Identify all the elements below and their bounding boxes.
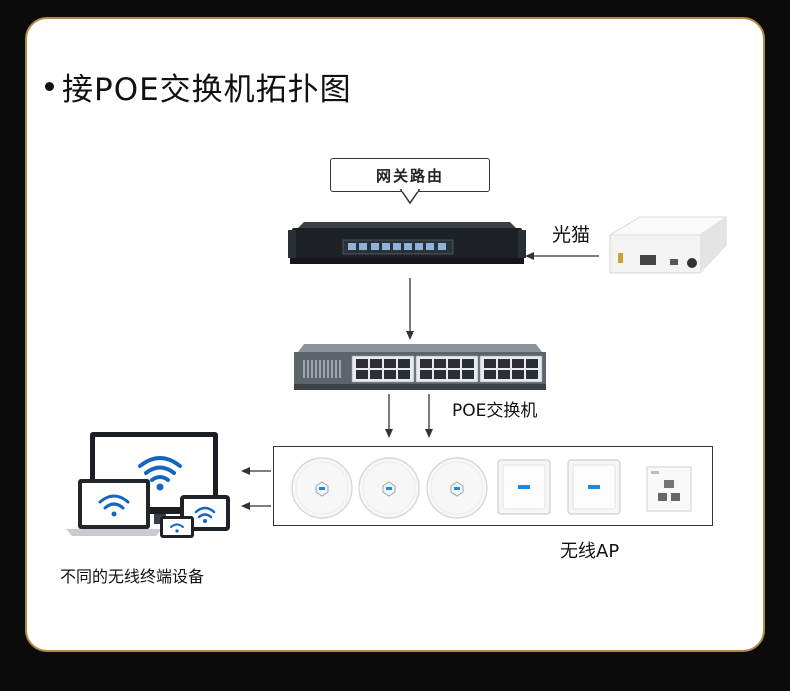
diagram-card [25,17,765,652]
terminals-label: 不同的无线终端设备 [60,567,205,586]
title-text: 接POE交换机拓扑图 [62,72,352,108]
poe-switch-device [294,344,546,390]
arrow-modem-to-gateway [525,252,599,260]
bullet-dot [45,82,54,91]
modem-label: 光猫 [552,224,591,246]
wireless-terminals-illustration [66,432,230,538]
arrow-gateway-to-switch [406,278,414,340]
gateway-router-device [288,222,526,264]
diagram-title: 接POE交换机拓扑图 [45,64,352,109]
wireless-ap-label: 无线AP [560,541,620,562]
arrow-ap-to-terminals-1 [241,467,271,475]
callout-tail [399,188,421,205]
gateway-label: 网关路由 [330,158,490,192]
arrow-switch-to-ap-1 [385,394,393,438]
wall-ap-1 [497,459,551,515]
ceiling-ap-2 [358,457,420,519]
wall-ap-2 [567,459,621,515]
arrow-switch-to-ap-2 [425,394,433,438]
wall-panel-ap [646,466,692,512]
arrow-ap-to-terminals-2 [241,502,271,510]
ceiling-ap-1 [291,457,353,519]
optical-modem-device [608,216,728,274]
ceiling-ap-3 [426,457,488,519]
poe-switch-label: POE交换机 [452,401,538,421]
